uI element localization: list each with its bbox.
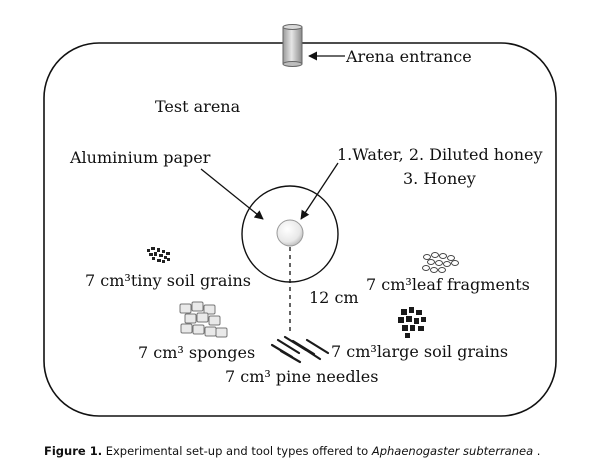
distance-label: 12 cm xyxy=(309,288,359,307)
food-label-line2: 3. Honey xyxy=(403,169,476,188)
food-dish xyxy=(276,219,304,247)
sponges-icon xyxy=(179,301,228,338)
arena-entrance-label: Arena entrance xyxy=(345,47,472,66)
caption-suffix: . xyxy=(537,444,541,458)
food-arrow xyxy=(300,162,339,220)
large-soil-grains-icon xyxy=(398,307,426,338)
figure-caption: Figure 1. Experimental set-up and tool t… xyxy=(44,444,540,458)
tiny-soil-grains-icon xyxy=(147,247,170,263)
leaf-fragments-label: 7 cm³leaf fragments xyxy=(366,275,530,294)
aluminium-paper-label: Aluminium paper xyxy=(69,148,211,167)
sponges-label: 7 cm³ sponges xyxy=(138,343,255,362)
aluminium-arrow xyxy=(200,168,264,220)
tiny-soil-grains-label: 7 cm³tiny soil grains xyxy=(85,271,251,290)
caption-prefix: Figure 1. xyxy=(44,444,102,458)
caption-text: Experimental set-up and tool types offer… xyxy=(106,444,372,458)
caption-species: Aphaenogaster subterranea xyxy=(371,444,533,458)
pine-needles-icon xyxy=(270,335,330,364)
leaf-fragments-icon xyxy=(422,252,459,273)
test-arena-label: Test arena xyxy=(155,97,241,116)
large-soil-grains-label: 7 cm³large soil grains xyxy=(331,342,508,361)
pine-needles-label: 7 cm³ pine needles xyxy=(225,367,378,386)
food-label-line1: 1.Water, 2. Diluted honey xyxy=(337,145,543,164)
arena-entrance-tube xyxy=(282,24,303,67)
